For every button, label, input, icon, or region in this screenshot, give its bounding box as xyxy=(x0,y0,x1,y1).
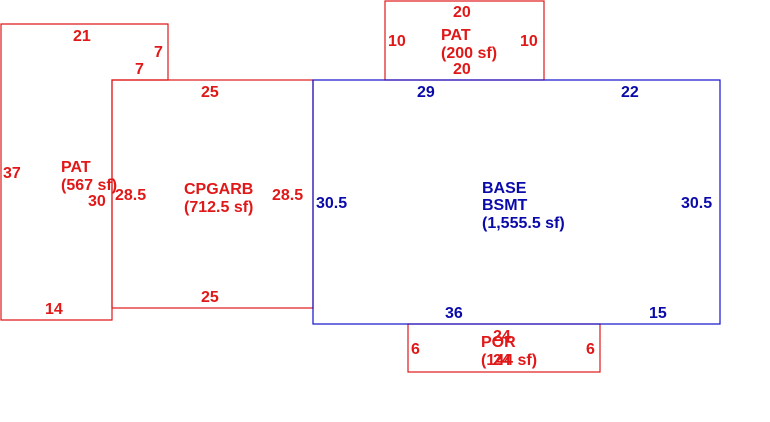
base-name-2: BSMT xyxy=(482,197,528,214)
base-name-1: BASE xyxy=(482,180,527,197)
pat-top-name: PAT xyxy=(441,27,471,44)
base-area: (1,555.5 sf) xyxy=(482,215,565,232)
dim-pat-left-top: 21 xyxy=(73,28,91,45)
dim-base-bottom-right: 15 xyxy=(649,305,667,322)
dim-por-left: 6 xyxy=(411,341,420,358)
dim-pat-left-notch-v: 7 xyxy=(154,44,163,61)
dim-base-left: 30.5 xyxy=(316,195,347,212)
dim-pat-top-bottom: 20 xyxy=(453,61,471,78)
dim-cpgarb-left: 28.5 xyxy=(115,187,146,204)
dim-base-top-left: 29 xyxy=(417,84,435,101)
dim-por-right: 6 xyxy=(586,341,595,358)
dim-cpgarb-top: 25 xyxy=(201,84,219,101)
dim-pat-left-notch-h: 7 xyxy=(135,61,144,78)
dim-cpgarb-right: 28.5 xyxy=(272,187,303,204)
dim-pat-top-top: 20 xyxy=(453,4,471,21)
dim-por-bottom: 24 xyxy=(493,352,511,369)
pat-top-area: (200 sf) xyxy=(441,45,497,62)
pat-left-area: (567 sf) xyxy=(61,177,117,194)
dim-base-right: 30.5 xyxy=(681,195,712,212)
dim-base-top-right: 22 xyxy=(621,84,639,101)
por-name: POR xyxy=(481,334,516,351)
dim-pat-top-right: 10 xyxy=(520,33,538,50)
por-area: (144 sf) xyxy=(481,352,537,369)
dim-pat-left-right: 30 xyxy=(88,193,106,210)
dim-pat-left-bottom: 14 xyxy=(45,301,63,318)
dim-pat-top-left: 10 xyxy=(388,33,406,50)
dim-por-top: 24 xyxy=(493,328,511,345)
cpgarb-name: CPGARB xyxy=(184,181,253,198)
pat-left-name: PAT xyxy=(61,159,91,176)
cpgarb-area: (712.5 sf) xyxy=(184,199,253,216)
dim-cpgarb-bottom: 25 xyxy=(201,289,219,306)
dim-pat-left-left: 37 xyxy=(3,165,21,182)
dim-base-bottom-left: 36 xyxy=(445,305,463,322)
base-outline xyxy=(312,79,721,325)
